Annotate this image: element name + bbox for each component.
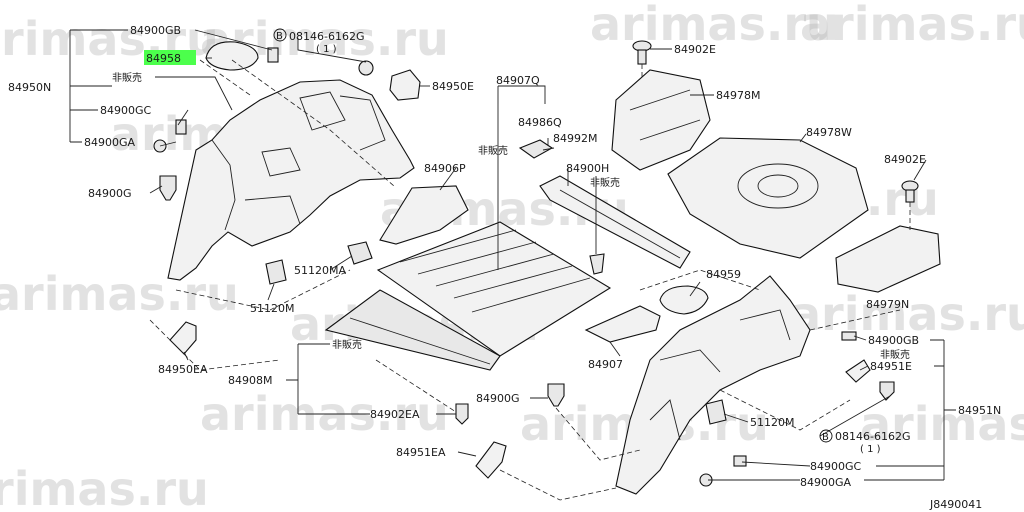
label-51120m-left[interactable]: 51120M (250, 302, 294, 315)
label-84900gc-bottom[interactable]: 84900GC (810, 460, 862, 473)
label-08146-bottom-qty: ( 1 ) (860, 444, 881, 455)
left-side-trim (167, 59, 415, 281)
part-84958-cap (205, 41, 259, 71)
watermark-text: arimas.ru (860, 397, 1024, 451)
label-08146-bottom[interactable]: 08146-6162G (835, 430, 910, 443)
label-not-for-sale: 非販売 (590, 176, 620, 189)
clips-right (455, 331, 895, 487)
part-51120m-right (705, 399, 727, 425)
label-84900g-mid[interactable]: 84900G (476, 392, 520, 405)
label-84900ga-left[interactable]: 84900GA (84, 136, 136, 149)
label-not-for-sale: 非販売 (880, 348, 910, 361)
label-not-for-sale: 非販売 (332, 338, 362, 351)
label-08146-top-qty: ( 1 ) (316, 44, 337, 55)
floor-board (324, 221, 612, 371)
part-84951ea (475, 441, 507, 479)
label-84900gb-top[interactable]: 84900GB (130, 24, 181, 37)
label-84900gc-left[interactable]: 84900GC (100, 104, 152, 117)
part-84906p (379, 185, 469, 245)
label-84902e-top[interactable]: 84902E (674, 43, 716, 56)
bolt-symbol-icon (819, 429, 833, 443)
label-84978m[interactable]: 84978M (716, 89, 760, 102)
label-84951n[interactable]: 84951N (958, 404, 1001, 417)
label-84959[interactable]: 84959 (706, 268, 741, 281)
label-84950ea[interactable]: 84950EA (158, 363, 208, 376)
leader-lines (69, 29, 956, 481)
watermark-text: arimas.ru (790, 287, 1024, 341)
part-84907 (584, 305, 661, 343)
part-51120ma (347, 241, 373, 265)
label-84950e[interactable]: 84950E (432, 80, 474, 93)
label-84900gb-right[interactable]: 84900GB (868, 334, 919, 347)
label-84902ea[interactable]: 84902EA (370, 408, 420, 421)
part-84992m (539, 175, 691, 269)
part-84902e-top (632, 40, 652, 65)
highlight-84958 (144, 50, 196, 65)
label-08146-top[interactable]: 08146-6162G (289, 30, 364, 43)
part-84959 (659, 285, 709, 315)
label-84907[interactable]: 84907 (588, 358, 623, 371)
watermark-text: arimas.ru (0, 267, 239, 321)
watermark-text: arimas.ru (590, 0, 839, 51)
label-84900ga-bottom[interactable]: 84900GA (800, 476, 852, 489)
part-84979n (835, 225, 941, 293)
part-labels: 84958 84900GB 84950N 非販売 84900GC 84900GA… (8, 24, 1001, 511)
watermark-text: arimas.ru (0, 462, 209, 512)
label-84978w[interactable]: 84978W (806, 126, 852, 139)
label-84986q[interactable]: 84986Q (518, 116, 562, 129)
part-51120m-left (265, 259, 287, 285)
part-84950ea (169, 321, 197, 355)
label-84906p[interactable]: 84906P (424, 162, 466, 175)
assembly-dashed-lines (149, 59, 911, 501)
label-84992m[interactable]: 84992M (553, 132, 597, 145)
part-84978w (667, 137, 869, 259)
bolt-symbol-text: B (822, 432, 829, 443)
part-84900h (589, 253, 605, 275)
label-not-for-sale: 非販売 (478, 144, 508, 157)
label-51120m-right[interactable]: 51120M (750, 416, 794, 429)
label-84950n[interactable]: 84950N (8, 81, 51, 94)
part-84978m (611, 69, 711, 171)
label-51120ma[interactable]: 51120MA (294, 264, 346, 277)
label-84979n[interactable]: 84979N (866, 298, 909, 311)
bolt-symbol-icon (273, 28, 287, 42)
label-84907q[interactable]: 84907Q (496, 74, 540, 87)
label-84900g-left[interactable]: 84900G (88, 187, 132, 200)
part-84951e (845, 359, 871, 383)
label-84902e-right[interactable]: 84902E (884, 153, 926, 166)
bolt-symbol-text: B (276, 31, 283, 42)
part-84902e-right (901, 180, 919, 203)
label-84951e[interactable]: 84951E (870, 360, 912, 373)
diagram-code: J8490041 (929, 498, 982, 511)
label-not-for-sale: 非販売 (112, 71, 142, 84)
watermark-text: arimas.ru (800, 0, 1024, 51)
label-84958[interactable]: 84958 (146, 52, 181, 65)
label-84908m[interactable]: 84908M (228, 374, 272, 387)
label-84951ea[interactable]: 84951EA (396, 446, 446, 459)
label-84900h[interactable]: 84900H (566, 162, 609, 175)
